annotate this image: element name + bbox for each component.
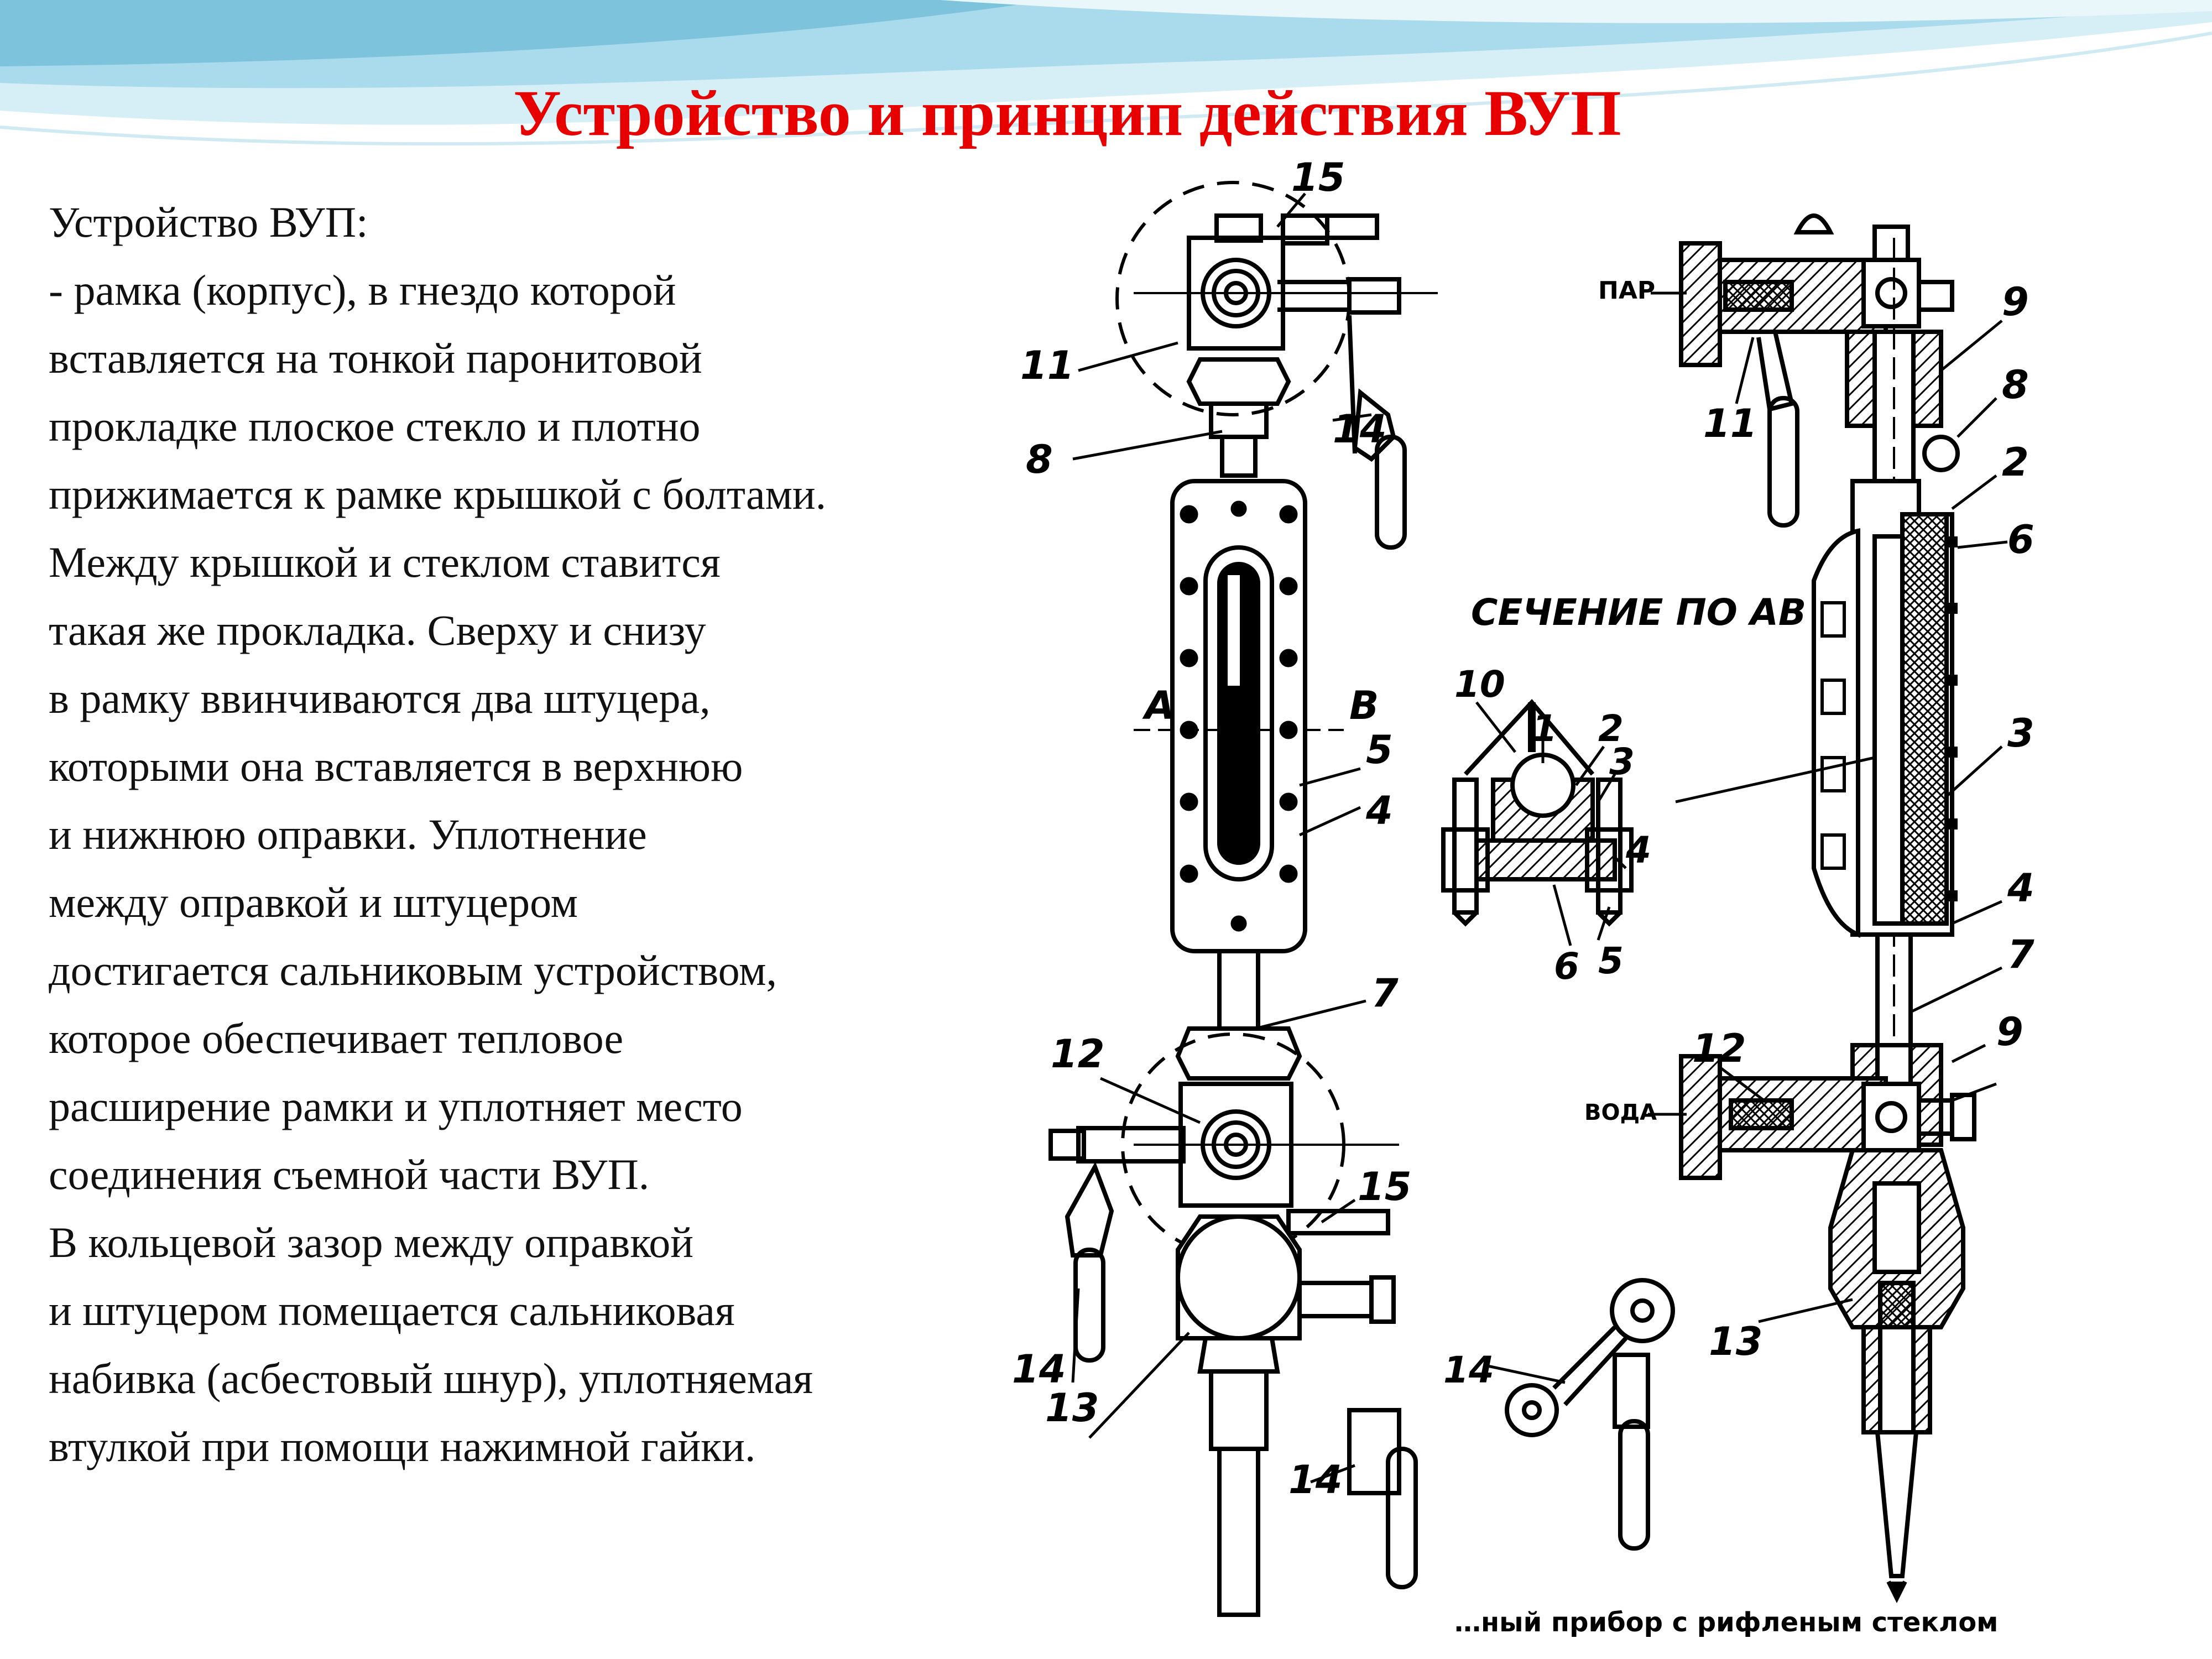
- front-view: [1048, 181, 1438, 1617]
- part-label: 1: [1532, 707, 1557, 750]
- slide-title: Устройство и принцип действия ВУП: [513, 77, 1621, 149]
- part-label: 9: [1996, 1009, 2023, 1055]
- part-label: 14: [1288, 1457, 1342, 1503]
- part-label: 13: [1709, 1319, 1762, 1364]
- text-line: достигается сальниковым устройством,: [49, 946, 778, 994]
- text-line: в рамку ввинчиваются два штуцера,: [49, 674, 711, 722]
- sectional-view: [1679, 213, 1976, 1603]
- text-line: Устройство ВУП:: [49, 198, 368, 246]
- text-line: вставляется на тонкой паронитовой: [49, 334, 702, 382]
- part-label: 5: [1598, 940, 1624, 982]
- section-mark-a: А: [1142, 683, 1175, 728]
- part-label: 4: [1625, 829, 1651, 872]
- part-labels-front: 15 11 8 14 5 4 7 12 15 14 13 14 А В: [1012, 155, 1411, 1503]
- part-label: 5: [1366, 727, 1393, 773]
- steam-label: ПАР: [1598, 276, 1655, 305]
- part-label: 7: [1371, 971, 1399, 1016]
- part-label: 8: [1026, 437, 1053, 482]
- text-line: и нижнюю оправки. Уплотнение: [49, 810, 647, 858]
- water-gauge-diagram: 15 11 8 14 5 4 7 12 15 14 13 14 А В СЕЧЕ…: [968, 149, 2173, 1659]
- part-label: 9: [2002, 279, 2029, 325]
- text-line: такая же прокладка. Сверху и снизу: [49, 606, 706, 654]
- text-line: и штуцером помещается сальниковая: [49, 1286, 735, 1334]
- text-line: набивка (асбестовый шнур), уплотняемая: [49, 1354, 813, 1402]
- part-label: 15: [1358, 1164, 1411, 1209]
- figure-caption: …ный прибор с рифленым стеклом: [1454, 1607, 1998, 1638]
- part-label: 13: [1045, 1385, 1099, 1431]
- part-label: 10: [1454, 663, 1505, 706]
- part-label: 14: [1443, 1349, 1494, 1391]
- part-label: 3: [2007, 711, 2034, 756]
- section-mark-b: В: [1349, 683, 1379, 728]
- part-label: 4: [2007, 865, 2034, 911]
- part-label: 12: [1051, 1031, 1104, 1077]
- part-label: 11: [1703, 401, 1757, 446]
- text-line: В кольцевой зазор между оправкой: [49, 1218, 694, 1266]
- text-line: расширение рамки и уплотняет место: [49, 1082, 743, 1130]
- text-line: Между крышкой и стеклом ставится: [49, 538, 721, 586]
- description-text: Устройство ВУП: - рамка (корпус), в гнез…: [49, 188, 989, 1480]
- text-line: - рамка (корпус), в гнездо которой: [49, 266, 676, 314]
- part-labels-section: 10 1 2 3 4 6 5: [1454, 663, 1651, 988]
- text-line: втулкой при помощи нажимной гайки.: [49, 1422, 756, 1470]
- part-label: 14: [1333, 406, 1386, 452]
- part-label: 2: [2002, 440, 2029, 485]
- part-label: 6: [1554, 945, 1579, 988]
- water-label: ВОДА: [1584, 1100, 1657, 1125]
- part-label: 4: [1365, 788, 1393, 833]
- part-label: 15: [1291, 155, 1345, 200]
- part-label: 11: [1020, 343, 1074, 388]
- text-line: которыми она вставляется в верхнюю: [49, 742, 743, 790]
- part-labels-section-right: 9 11 8 2 6 3 4 7 12 9 13: [1692, 279, 2034, 1364]
- part-label: 7: [2007, 932, 2034, 977]
- section-title: СЕЧЕНИЕ ПО АВ: [1471, 591, 1806, 634]
- text-line: прижимается к рамке крышкой с болтами.: [49, 470, 827, 518]
- part-label: 12: [1692, 1026, 1746, 1071]
- part-label: 3: [1609, 740, 1635, 783]
- part-label: 6: [2007, 517, 2034, 562]
- part-label: 2: [1598, 707, 1624, 750]
- text-line: прокладке плоское стекло и плотно: [49, 402, 701, 450]
- part-label: 8: [2002, 362, 2029, 408]
- header-wave-decoration: [0, 0, 2212, 146]
- text-line: соединения съемной части ВУП.: [49, 1150, 650, 1198]
- section-view: [1441, 698, 1634, 927]
- text-line: которое обеспечивает тепловое: [49, 1014, 624, 1062]
- part-label: 14: [1012, 1347, 1066, 1392]
- text-line: между оправкой и штуцером: [49, 878, 578, 926]
- handle-detail: [1505, 1278, 1675, 1551]
